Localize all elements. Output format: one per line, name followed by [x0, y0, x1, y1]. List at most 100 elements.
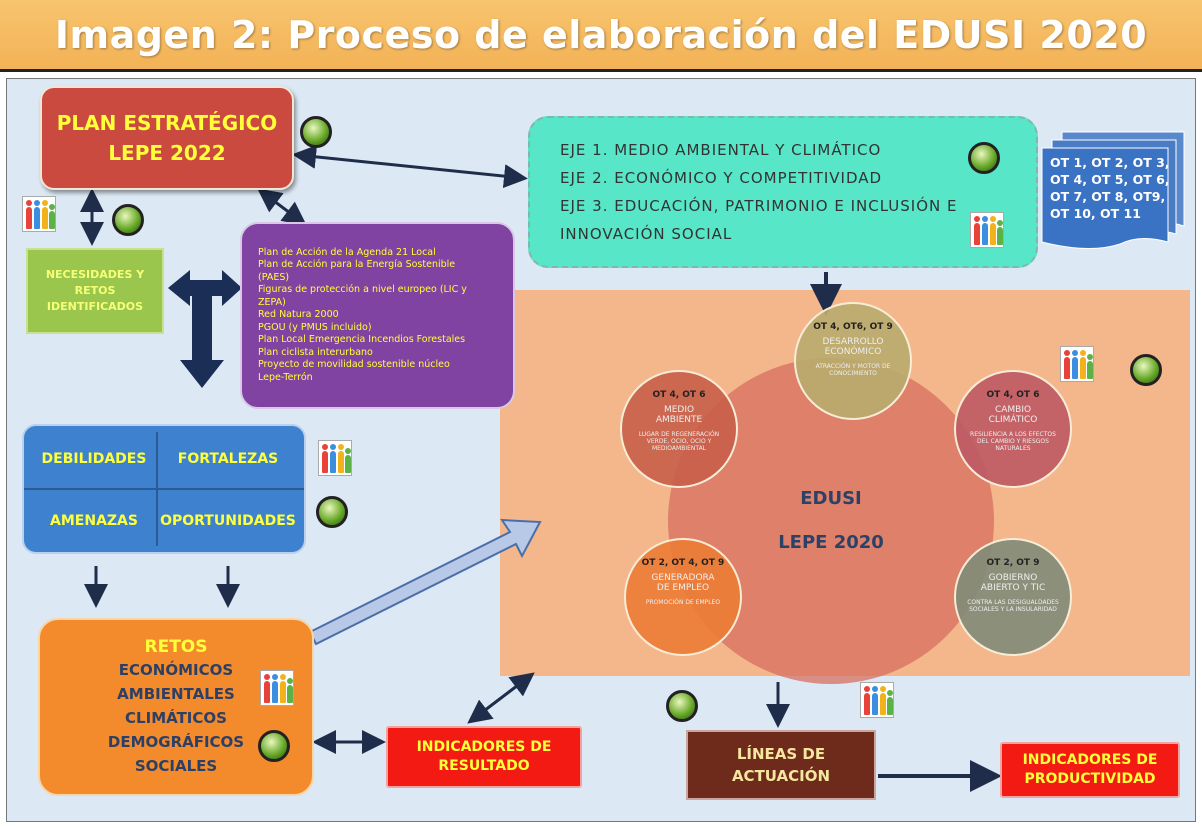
plan-item: Red Natura 2000 — [258, 309, 339, 321]
reto-item: CLIMÁTICOS — [125, 709, 227, 727]
dafo-divider-h — [24, 488, 304, 490]
globe-icon — [316, 496, 348, 528]
reto-item: AMBIENTALES — [117, 685, 235, 703]
circle-name: GENERADORA — [651, 573, 715, 583]
circle-sub: ATRACCIÓN Y MOTOR DE CONOCIMIENTO — [815, 363, 891, 377]
plan-estrategico-box: PLAN ESTRATÉGICO LEPE 2022 — [40, 86, 294, 190]
circle-name: DE EMPLEO — [656, 583, 710, 593]
indicadores-productividad-line-2: PRODUCTIVIDAD — [1024, 771, 1156, 787]
ot-list: OT 1, OT 2, OT 3, OT 4, OT 5, OT 6, OT 7… — [1050, 154, 1178, 222]
globe-icon — [112, 204, 144, 236]
lineas-actuacion-box: LÍNEAS DE ACTUACIÓN — [686, 730, 876, 800]
circle-name: CLIMÁTICO — [988, 415, 1038, 425]
circle-name: AMBIENTE — [655, 415, 703, 425]
circle-generadora-empleo: OT 2, OT 4, OT 9 GENERADORA DE EMPLEO PR… — [624, 538, 742, 656]
necesidades-line-1: NECESIDADES Y — [45, 268, 145, 281]
people-group-icon — [260, 670, 294, 706]
indicadores-productividad-box: INDICADORES DE PRODUCTIVIDAD — [1000, 742, 1180, 798]
plan-item: Plan de Acción de la Agenda 21 Local — [258, 246, 436, 258]
edusi-subtitle: LEPE 2020 — [778, 532, 884, 553]
arrow-indicadores-edusi — [467, 672, 535, 724]
people-group-icon — [970, 212, 1004, 248]
circle-sub: CONTRA LAS DESIGUALDADES SOCIALES Y LA I… — [967, 599, 1059, 613]
arrow-retos-edusi — [308, 518, 542, 646]
plan-item: Proyecto de movilidad sostenible núcleo — [258, 359, 450, 371]
circle-medio-ambiente: OT 4, OT 6 MEDIO AMBIENTE LUGAR DE REGEN… — [620, 370, 738, 488]
eje-2: EJE 2. ECONÓMICO Y COMPETITIVIDAD — [560, 169, 883, 187]
plan-item: Plan ciclista interurbano — [258, 346, 373, 358]
circle-sub: RESILIENCIA A LOS EFECTOS DEL CAMBIO Y R… — [970, 431, 1056, 452]
circle-name: ECONÓMICO — [824, 347, 882, 357]
people-group-icon — [1060, 346, 1094, 382]
globe-icon — [968, 142, 1000, 174]
circle-desarrollo-economico: OT 4, OT6, OT 9 DESARROLLO ECONÓMICO ATR… — [794, 302, 912, 420]
plan-item: ZEPA) — [258, 296, 286, 308]
indicadores-resultado-line-1: INDICADORES DE — [416, 739, 552, 755]
arrow-plan-ejes — [292, 144, 528, 189]
ot-line-1: OT 1, OT 2, OT 3, — [1050, 155, 1170, 170]
plan-title: PLAN ESTRATÉGICO — [56, 111, 278, 135]
indicadores-resultado-line-2: RESULTADO — [438, 758, 530, 774]
retos-box: RETOS ECONÓMICOS AMBIENTALES CLIMÁTICOS … — [38, 618, 314, 796]
indicadores-productividad-line-1: INDICADORES DE — [1022, 752, 1158, 768]
circle-gobierno-abierto: OT 2, OT 9 GOBIERNO ABIERTO Y TIC CONTRA… — [954, 538, 1072, 656]
page-title: Imagen 2: Proceso de elaboración del EDU… — [54, 12, 1148, 57]
circle-ot: OT 2, OT 4, OT 9 — [641, 558, 725, 568]
necesidades-box: NECESIDADES Y RETOS IDENTIFICADOS — [26, 248, 164, 334]
circle-ot: OT 4, OT 6 — [986, 390, 1040, 400]
circle-ot: OT 4, OT 6 — [652, 390, 706, 400]
lineas-line-1: LÍNEAS DE — [736, 745, 826, 763]
plan-item: Lepe-Terrón — [258, 371, 313, 383]
eje-3-cont: INNOVACIÓN SOCIAL — [560, 225, 733, 243]
ot-line-4: OT 10, OT 11 — [1050, 206, 1141, 221]
dafo-divider-v — [156, 432, 158, 546]
circle-name: CAMBIO — [994, 405, 1032, 415]
circle-name: ABIERTO Y TIC — [980, 583, 1046, 593]
ot-line-3: OT 7, OT 8, OT9, — [1050, 189, 1166, 204]
arrow-plan-agenda — [257, 188, 307, 226]
plan-item: Figuras de protección a nivel europeo (L… — [258, 284, 467, 296]
circle-name: MEDIO — [663, 405, 695, 415]
circle-sub: PROMOCIÓN DE EMPLEO — [645, 599, 721, 606]
ot-document-stack: OT 1, OT 2, OT 3, OT 4, OT 5, OT 6, OT 7… — [1040, 130, 1186, 250]
necesidades-line-3: IDENTIFICADOS — [46, 300, 144, 313]
reto-item: SOCIALES — [134, 757, 218, 775]
edusi-title: EDUSI — [800, 488, 862, 509]
globe-icon — [1130, 354, 1162, 386]
circle-sub: LUGAR DE REGENERACIÓN VERDE, OCIO, OCIO … — [638, 431, 720, 452]
planes-box: Plan de Acción de la Agenda 21 Local Pla… — [240, 222, 515, 409]
eje-3: EJE 3. EDUCACIÓN, PATRIMONIO E INCLUSIÓN… — [560, 197, 958, 215]
dafo-fortalezas: FORTALEZAS — [177, 451, 279, 467]
plan-item: (PAES) — [258, 271, 290, 283]
reto-item: ECONÓMICOS — [118, 661, 234, 679]
people-group-icon — [318, 440, 352, 476]
ot-line-2: OT 4, OT 5, OT 6, — [1050, 172, 1170, 187]
people-group-icon — [860, 682, 894, 718]
dafo-box: DEBILIDADES FORTALEZAS AMENAZAS OPORTUNI… — [22, 424, 306, 554]
lineas-line-2: ACTUACIÓN — [731, 767, 831, 785]
title-bar: Imagen 2: Proceso de elaboración del EDU… — [0, 0, 1202, 72]
plan-subtitle: LEPE 2022 — [108, 141, 226, 165]
circle-name: GOBIERNO — [988, 573, 1038, 583]
plan-item: Plan Local Emergencia Incendios Forestal… — [258, 334, 466, 346]
plan-item: Plan de Acción para la Energía Sostenibl… — [258, 259, 456, 271]
circle-cambio-climatico: OT 4, OT 6 CAMBIO CLIMÁTICO RESILIENCIA … — [954, 370, 1072, 488]
globe-icon — [258, 730, 290, 762]
circle-ot: OT 2, OT 9 — [986, 558, 1040, 568]
eje-1: EJE 1. MEDIO AMBIENTAL Y CLIMÁTICO — [560, 141, 882, 159]
retos-heading: RETOS — [144, 637, 208, 657]
circle-name: DESARROLLO — [822, 337, 884, 347]
dafo-amenazas: AMENAZAS — [50, 513, 138, 529]
dafo-debilidades: DEBILIDADES — [41, 451, 147, 467]
big-cross-arrow — [168, 270, 242, 388]
plan-item: PGOU (y PMUS incluido) — [258, 321, 372, 333]
globe-icon — [666, 690, 698, 722]
dafo-oportunidades: OPORTUNIDADES — [160, 513, 296, 529]
necesidades-line-2: RETOS — [74, 284, 116, 297]
people-group-icon — [22, 196, 56, 232]
circle-ot: OT 4, OT6, OT 9 — [813, 322, 893, 332]
ejes-box: EJE 1. MEDIO AMBIENTAL Y CLIMÁTICO EJE 2… — [528, 116, 1038, 268]
globe-icon — [300, 116, 332, 148]
indicadores-resultado-box: INDICADORES DE RESULTADO — [386, 726, 582, 788]
